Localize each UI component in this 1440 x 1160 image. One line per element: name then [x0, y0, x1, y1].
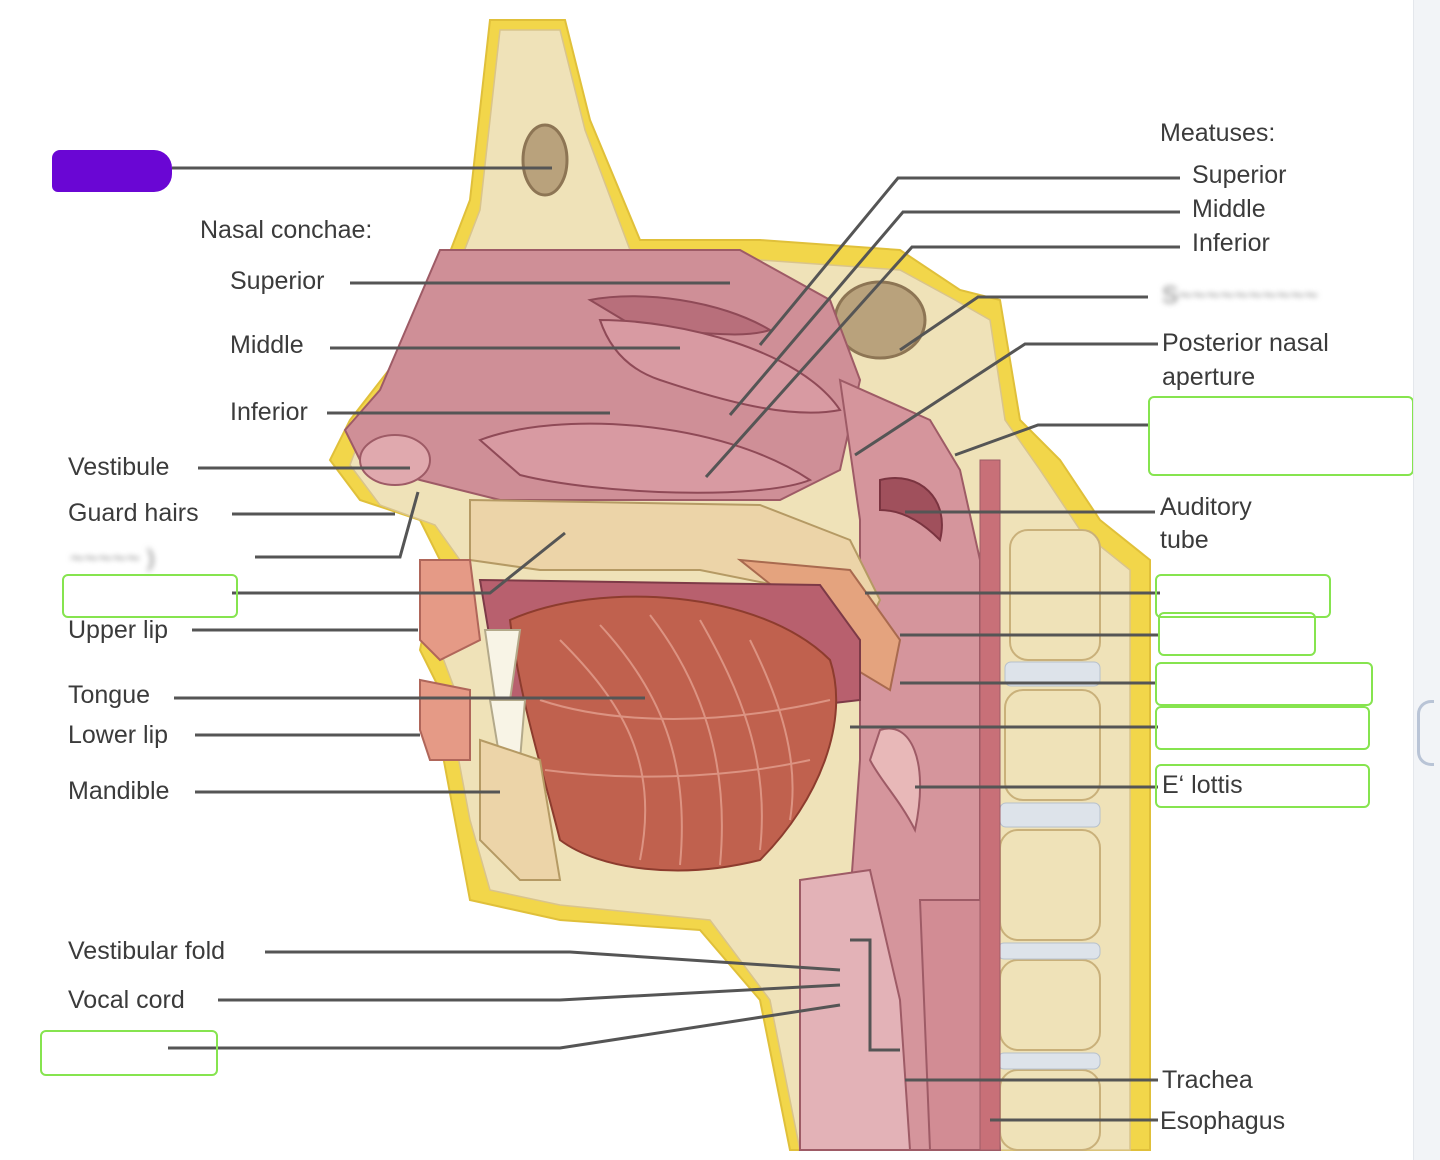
label-vestibule: Vestibule: [68, 453, 170, 481]
label-lower-lip: Lower lip: [68, 721, 169, 749]
tongue-muscle: [508, 595, 838, 872]
frontal-sinus: [521, 123, 569, 197]
leader-lines: [168, 166, 1180, 1122]
label-auditory-2: tube: [1160, 526, 1209, 554]
mandible-bone: [479, 738, 562, 881]
answer-blank-box[interactable]: [1158, 612, 1316, 656]
label-meatuses: Meatuses:: [1160, 119, 1276, 147]
upper-lip-shape: [419, 559, 482, 662]
concha-middle: [598, 318, 842, 414]
blurred-label-hint: S~~~~~~~~~~: [1162, 282, 1319, 309]
larynx: [799, 868, 912, 1151]
label-vestibular-fold: Vestibular fold: [68, 937, 226, 965]
answer-blank-box[interactable]: [1155, 764, 1370, 808]
label-meatus-middle: Middle: [1192, 195, 1266, 223]
tongue-fibers: [539, 614, 831, 866]
cervical-vertebrae: [999, 529, 1101, 1151]
answer-blank-box[interactable]: [1155, 706, 1370, 750]
epiglottis-shape: [868, 727, 922, 833]
lower-lip-shape: [419, 678, 471, 761]
redaction-marker: [52, 150, 172, 192]
label-conchae-superior: Superior: [230, 267, 325, 295]
label-guard-hairs: Guard hairs: [68, 499, 199, 527]
label-esophagus: Esophagus: [1160, 1107, 1286, 1135]
label-posterior-nasal-2: aperture: [1162, 363, 1256, 391]
nostril: [359, 434, 431, 486]
label-auditory-1: Auditory: [1160, 493, 1252, 521]
answer-blank-box[interactable]: [1155, 662, 1373, 706]
answer-blank-box[interactable]: [62, 574, 238, 618]
concha-inferior: [478, 422, 813, 494]
answer-blank-box[interactable]: [1148, 396, 1414, 476]
label-meatus-inferior: Inferior: [1192, 229, 1270, 257]
label-nasal-conchae: Nasal conchae:: [200, 216, 373, 244]
label-posterior-nasal-1: Posterior nasal: [1162, 329, 1329, 357]
label-mandible: Mandible: [68, 777, 170, 805]
intervertebral-discs: [997, 661, 1101, 1070]
head-illustration: [328, 19, 1151, 1151]
label-conchae-middle: Middle: [230, 331, 304, 359]
label-vocal-cord: Vocal cord: [68, 986, 185, 1014]
auditory-tube-opening: [879, 477, 943, 542]
scroll-strip: [1413, 0, 1440, 1160]
label-meatus-superior: Superior: [1192, 161, 1287, 189]
strip-handle[interactable]: [1417, 700, 1434, 766]
label-conchae-inferior: Inferior: [230, 398, 308, 426]
blurred-label-hint: ~~~~~ ): [70, 545, 155, 572]
answer-blank-box[interactable]: [40, 1030, 218, 1076]
label-tongue: Tongue: [68, 681, 151, 709]
spinal-cord-column: [979, 459, 1001, 1151]
answer-blank-box[interactable]: [1155, 574, 1331, 618]
label-upper-lip: Upper lip: [68, 616, 169, 644]
label-trachea: Trachea: [1162, 1066, 1253, 1094]
label-epiglottis: E‘ lottis: [1162, 771, 1243, 799]
